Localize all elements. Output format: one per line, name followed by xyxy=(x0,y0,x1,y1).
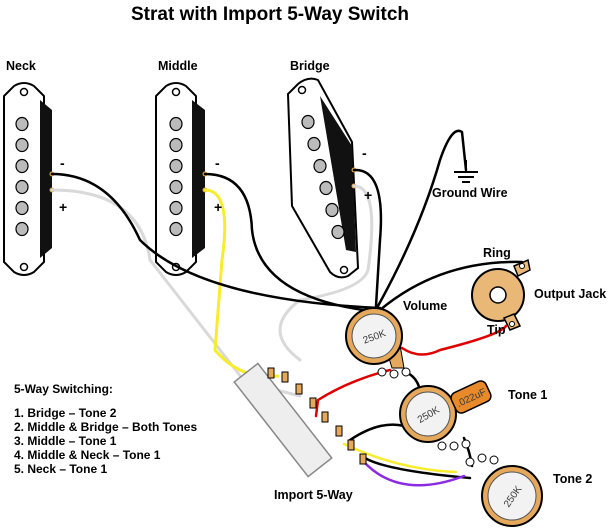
middle-ground-wire xyxy=(203,172,382,314)
ground-wire xyxy=(376,129,468,308)
legend-item: 3. Middle – Tone 1 xyxy=(14,434,117,448)
tone-link-wire xyxy=(342,442,458,474)
legend-item: 4. Middle & Neck – Tone 1 xyxy=(14,448,161,462)
ring-wire xyxy=(378,260,524,312)
bridge-pickup xyxy=(286,77,360,279)
legend-heading: 5-Way Switching: xyxy=(14,382,113,396)
middle-pickup xyxy=(155,82,208,276)
neck-label: Neck xyxy=(6,59,36,73)
middle-label: Middle xyxy=(158,59,198,73)
tone2-wire xyxy=(362,460,466,487)
ground-symbol-icon xyxy=(454,160,478,183)
volume-pot: 250K xyxy=(345,307,411,379)
neck-minus-label: - xyxy=(60,155,65,171)
legend-item: 2. Middle & Bridge – Both Tones xyxy=(14,420,198,434)
bridge-label: Bridge xyxy=(290,59,330,73)
neck-hot-wire xyxy=(50,188,302,398)
tone2-label: Tone 2 xyxy=(553,472,593,486)
bridge-minus-label: - xyxy=(362,145,367,161)
bridge-ground-wire xyxy=(352,168,383,308)
five-way-switch xyxy=(233,362,367,478)
legend-item: 5. Neck – Tone 1 xyxy=(14,462,108,476)
ground-wire-label: Ground Wire xyxy=(432,186,508,200)
tone2-pot: 250K xyxy=(465,453,543,527)
diagram-title: Strat with Import 5-Way Switch xyxy=(131,4,409,25)
bridge-plus-label: + xyxy=(364,187,373,203)
tone1-switch-wire xyxy=(348,423,406,442)
switch-ground-wire xyxy=(360,454,472,480)
output-jack xyxy=(471,258,531,331)
output-jack-label: Output Jack xyxy=(534,287,607,301)
neck-ground-wire xyxy=(50,172,382,310)
tip-label: Tip xyxy=(487,323,506,337)
legend-item: 1. Bridge – Tone 2 xyxy=(14,406,117,420)
switch-label: Import 5-Way xyxy=(274,488,353,502)
middle-minus-label: - xyxy=(215,155,220,171)
volume-switch-wire xyxy=(314,368,392,418)
volume-label: Volume xyxy=(403,299,448,313)
capacitor: .022uF xyxy=(450,380,492,414)
middle-plus-label: + xyxy=(214,199,223,215)
bridge-hot-wire xyxy=(278,184,374,362)
tone1-label: Tone 1 xyxy=(508,388,548,402)
ring-label: Ring xyxy=(483,246,511,260)
neck-plus-label: + xyxy=(59,199,68,215)
neck-pickup xyxy=(3,82,55,276)
tip-wire xyxy=(400,324,508,356)
switching-legend: 5-Way Switching: 1. Bridge – Tone 2 2. M… xyxy=(14,382,197,476)
tone1-pot: 250K xyxy=(399,385,471,451)
